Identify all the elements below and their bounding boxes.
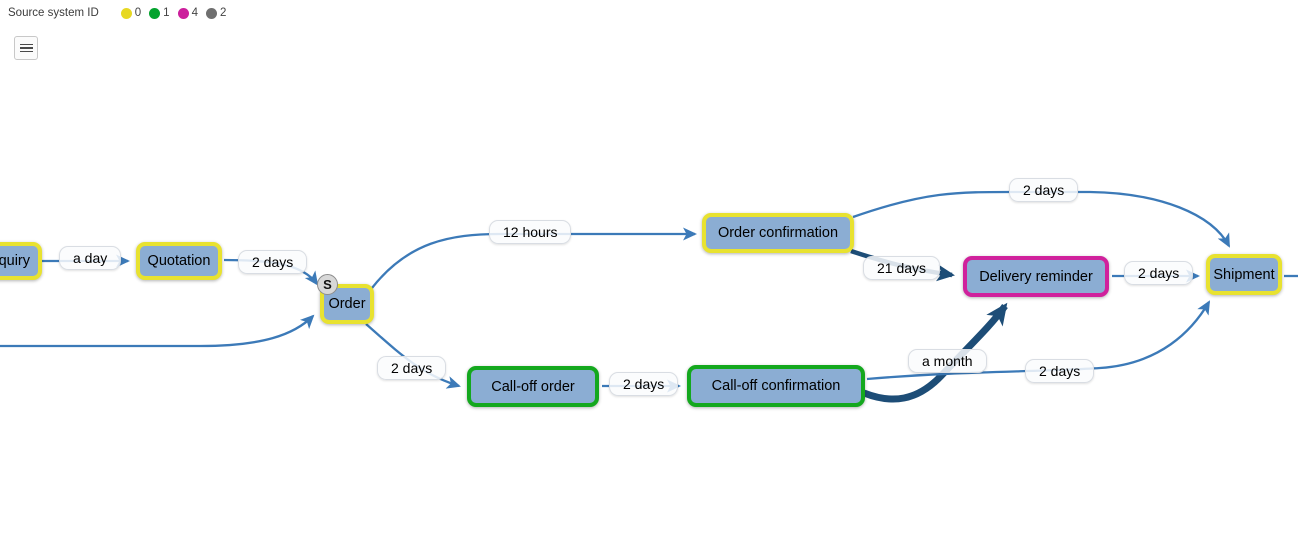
legend-entry-label: 4 bbox=[191, 7, 198, 19]
legend-entry-label: 0 bbox=[134, 7, 142, 19]
legend-title: Source system ID bbox=[8, 7, 99, 19]
edge-label-2-days[interactable]: 2 days bbox=[1124, 261, 1194, 285]
node-order-confirmation[interactable]: Order confirmation bbox=[702, 213, 854, 253]
legend-entry-label: 2 bbox=[219, 7, 227, 19]
edge-label-2-days[interactable]: 2 days bbox=[238, 250, 308, 274]
legend: Source system ID 0 1 4 2 bbox=[8, 7, 226, 19]
legend-dot-green-icon bbox=[149, 7, 161, 19]
legend-dot-magenta-icon bbox=[177, 7, 189, 19]
edge-label-2-days[interactable]: 2 days bbox=[377, 356, 447, 380]
legend-entry-1: 1 bbox=[149, 7, 170, 19]
edge-label-a-day[interactable]: a day bbox=[59, 246, 122, 270]
node-shipment[interactable]: Shipment bbox=[1206, 254, 1282, 295]
legend-entry-label: 1 bbox=[163, 7, 170, 19]
legend-entry-0: 0 bbox=[120, 7, 142, 19]
edge-offscreen-left-to-order[interactable] bbox=[0, 314, 315, 348]
legend-entry-4: 4 bbox=[177, 7, 198, 19]
edge-label-2-days[interactable]: 2 days bbox=[1025, 359, 1095, 383]
node-delivery-reminder[interactable]: Delivery reminder bbox=[963, 256, 1109, 297]
edge-label-21-days[interactable]: 21 days bbox=[863, 256, 941, 280]
edge-label-2-days[interactable]: 2 days bbox=[1009, 178, 1079, 202]
node-inquiry[interactable]: quiry bbox=[0, 242, 42, 280]
hamburger-menu-icon bbox=[19, 43, 33, 53]
edge-label-12-hours[interactable]: 12 hours bbox=[489, 220, 572, 244]
menu-button[interactable] bbox=[14, 36, 38, 60]
node-call-off-order[interactable]: Call-off order bbox=[467, 366, 599, 407]
node-quotation[interactable]: Quotation bbox=[136, 242, 222, 280]
legend-dot-gray-icon bbox=[205, 7, 217, 19]
edge-label-a-month[interactable]: a month bbox=[908, 349, 987, 373]
legend-entry-2: 2 bbox=[205, 7, 227, 19]
edge-call-off-confirmation-to-delivery-reminder[interactable] bbox=[862, 302, 1008, 403]
node-call-off-confirmation[interactable]: Call-off confirmation bbox=[687, 365, 865, 407]
legend-dot-yellow-icon bbox=[120, 7, 132, 19]
order-start-badge: S bbox=[317, 274, 338, 295]
edge-label-2-days[interactable]: 2 days bbox=[609, 372, 679, 396]
